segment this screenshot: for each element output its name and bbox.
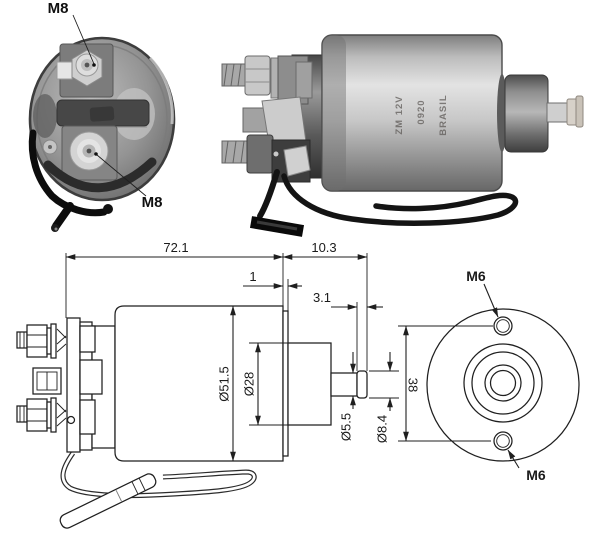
drawn-bracket: [16, 317, 116, 453]
bracket-rivet: [273, 151, 279, 157]
plunger-collar: [575, 95, 584, 128]
front-wire-end: [52, 202, 74, 230]
top-stud-thread: [230, 63, 235, 87]
dimension-drawing: 72.1 10.3 1 3.1 Ø51.5 Ø28 Ø5.5 Ø: [16, 240, 580, 529]
bottom-hex-nut: [246, 134, 274, 174]
drawn-connector: [59, 473, 157, 529]
m6-top-leader: [483, 283, 499, 318]
m8-bottom-leader: [96, 154, 147, 197]
drawn-end-view: [426, 308, 580, 462]
mid-stud: [242, 107, 268, 133]
side-wire-loop: [281, 173, 519, 226]
bracket-upper-step: [295, 61, 313, 99]
side-wire: [257, 169, 280, 219]
dim-body-diameter: Ø51.5: [217, 366, 232, 401]
m6-top-label: M6: [466, 268, 486, 284]
m8-bottom-leader-dot: [94, 152, 98, 156]
dim-pin-diameter: Ø8.4: [375, 415, 390, 443]
wire-tip-glint: [54, 227, 58, 231]
rear-cap: [504, 74, 549, 153]
m8-top-leader-dot: [92, 63, 96, 67]
m6-bottom-leader: [507, 449, 520, 469]
bracket-lower-clip: [283, 145, 311, 177]
stamp-line-2: 0920: [416, 99, 427, 124]
cap-shadow-left: [33, 94, 57, 138]
solenoid-cylinder: [321, 34, 503, 192]
stamp-line-3: BRASIL: [438, 94, 449, 135]
cap-bottom-rim-shadow: [43, 157, 157, 193]
dimensions-end: 38 M6 M6: [398, 268, 546, 483]
dim-pin-groove: 3.1: [313, 290, 331, 305]
top-stud-thread: [237, 63, 242, 87]
dim-boss-diameter: Ø28: [242, 372, 257, 397]
dim-mount-hole-spacing: 38: [405, 378, 420, 392]
side-wire-connector-edge: [256, 220, 298, 231]
stamp-line-1: ZM 12V: [394, 95, 405, 134]
bottom-stud-thread: [232, 140, 237, 164]
top-hex-nut: [244, 55, 271, 96]
top-stud-thread: [223, 63, 228, 87]
bottom-terminal-center: [86, 148, 92, 154]
front-wire: [28, 129, 108, 217]
m8-top-leader: [72, 14, 95, 65]
dim-shaft-diameter: Ø5.5: [339, 413, 354, 441]
dim-flange-offset: 1: [249, 269, 256, 284]
drawn-body: [114, 305, 368, 462]
dim-pin-protrusion: 10.3: [311, 240, 336, 255]
top-terminal-tab: [56, 61, 73, 80]
top-terminal-center: [84, 62, 90, 68]
photo-side-view: ZM 12V 0920 BRASIL: [221, 34, 584, 237]
m8-bottom-label: M8: [142, 194, 163, 211]
m8-top-label: M8: [48, 0, 69, 17]
plunger-shaft: [546, 102, 570, 123]
wire-tip-2: [103, 204, 113, 214]
cap-highlight: [148, 56, 174, 125]
cylinder-left-shade: [322, 35, 346, 191]
bottom-stud-thread: [240, 140, 245, 164]
dim-overall-length: 72.1: [163, 240, 188, 255]
cap-rivet-center: [48, 145, 52, 149]
drawn-wire: [59, 451, 257, 529]
bottom-stud-thread: [224, 140, 229, 164]
m6-bottom-label: M6: [526, 467, 546, 483]
dimensions-side: 72.1 10.3 1 3.1 Ø51.5 Ø28 Ø5.5 Ø: [65, 240, 399, 462]
contact-bar-tab: [89, 106, 115, 122]
photo-front-view: M8 M8: [28, 0, 176, 232]
